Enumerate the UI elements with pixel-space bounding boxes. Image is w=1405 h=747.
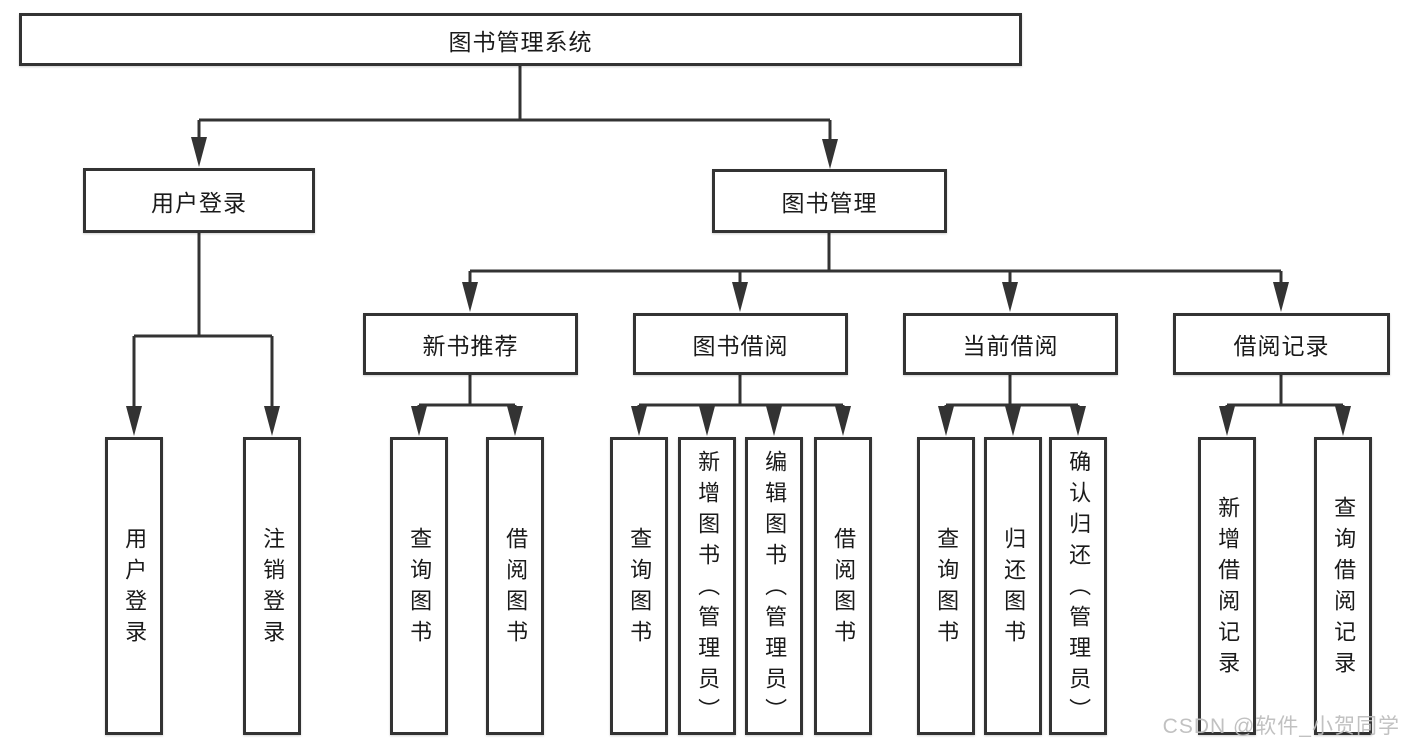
- node-book-mgmt: 图书管理: [712, 169, 947, 233]
- leaf-user-login: 用户登录: [105, 437, 163, 735]
- leaf-borrow-borrow-books: 借阅图书: [814, 437, 872, 735]
- node-root: 图书管理系统: [19, 13, 1022, 66]
- leaf-borrow-add-books-admin: 新增图书（管理员）: [678, 437, 736, 735]
- leaf-borrow-query-books: 查询图书: [610, 437, 668, 735]
- leaf-current-confirm-return-admin: 确认归还（管理员）: [1049, 437, 1107, 735]
- leaf-records-add-borrow-record: 新增借阅记录: [1198, 437, 1256, 735]
- node-user-login: 用户登录: [83, 168, 315, 233]
- watermark: CSDN @软件_小贺同学: [1162, 715, 1400, 738]
- leaf-records-query-borrow-record: 查询借阅记录: [1314, 437, 1372, 735]
- node-new-book-rec: 新书推荐: [363, 313, 578, 375]
- node-book-borrow: 图书借阅: [633, 313, 848, 375]
- leaf-current-query-books: 查询图书: [917, 437, 975, 735]
- leaf-newrec-borrow-books: 借阅图书: [486, 437, 544, 735]
- leaf-current-return-books: 归还图书: [984, 437, 1042, 735]
- node-borrow-records: 借阅记录: [1173, 313, 1390, 375]
- leaf-newrec-query-books: 查询图书: [390, 437, 448, 735]
- leaf-borrow-edit-books-admin: 编辑图书（管理员）: [745, 437, 803, 735]
- leaf-logout: 注销登录: [243, 437, 301, 735]
- node-current-borrow: 当前借阅: [903, 313, 1118, 375]
